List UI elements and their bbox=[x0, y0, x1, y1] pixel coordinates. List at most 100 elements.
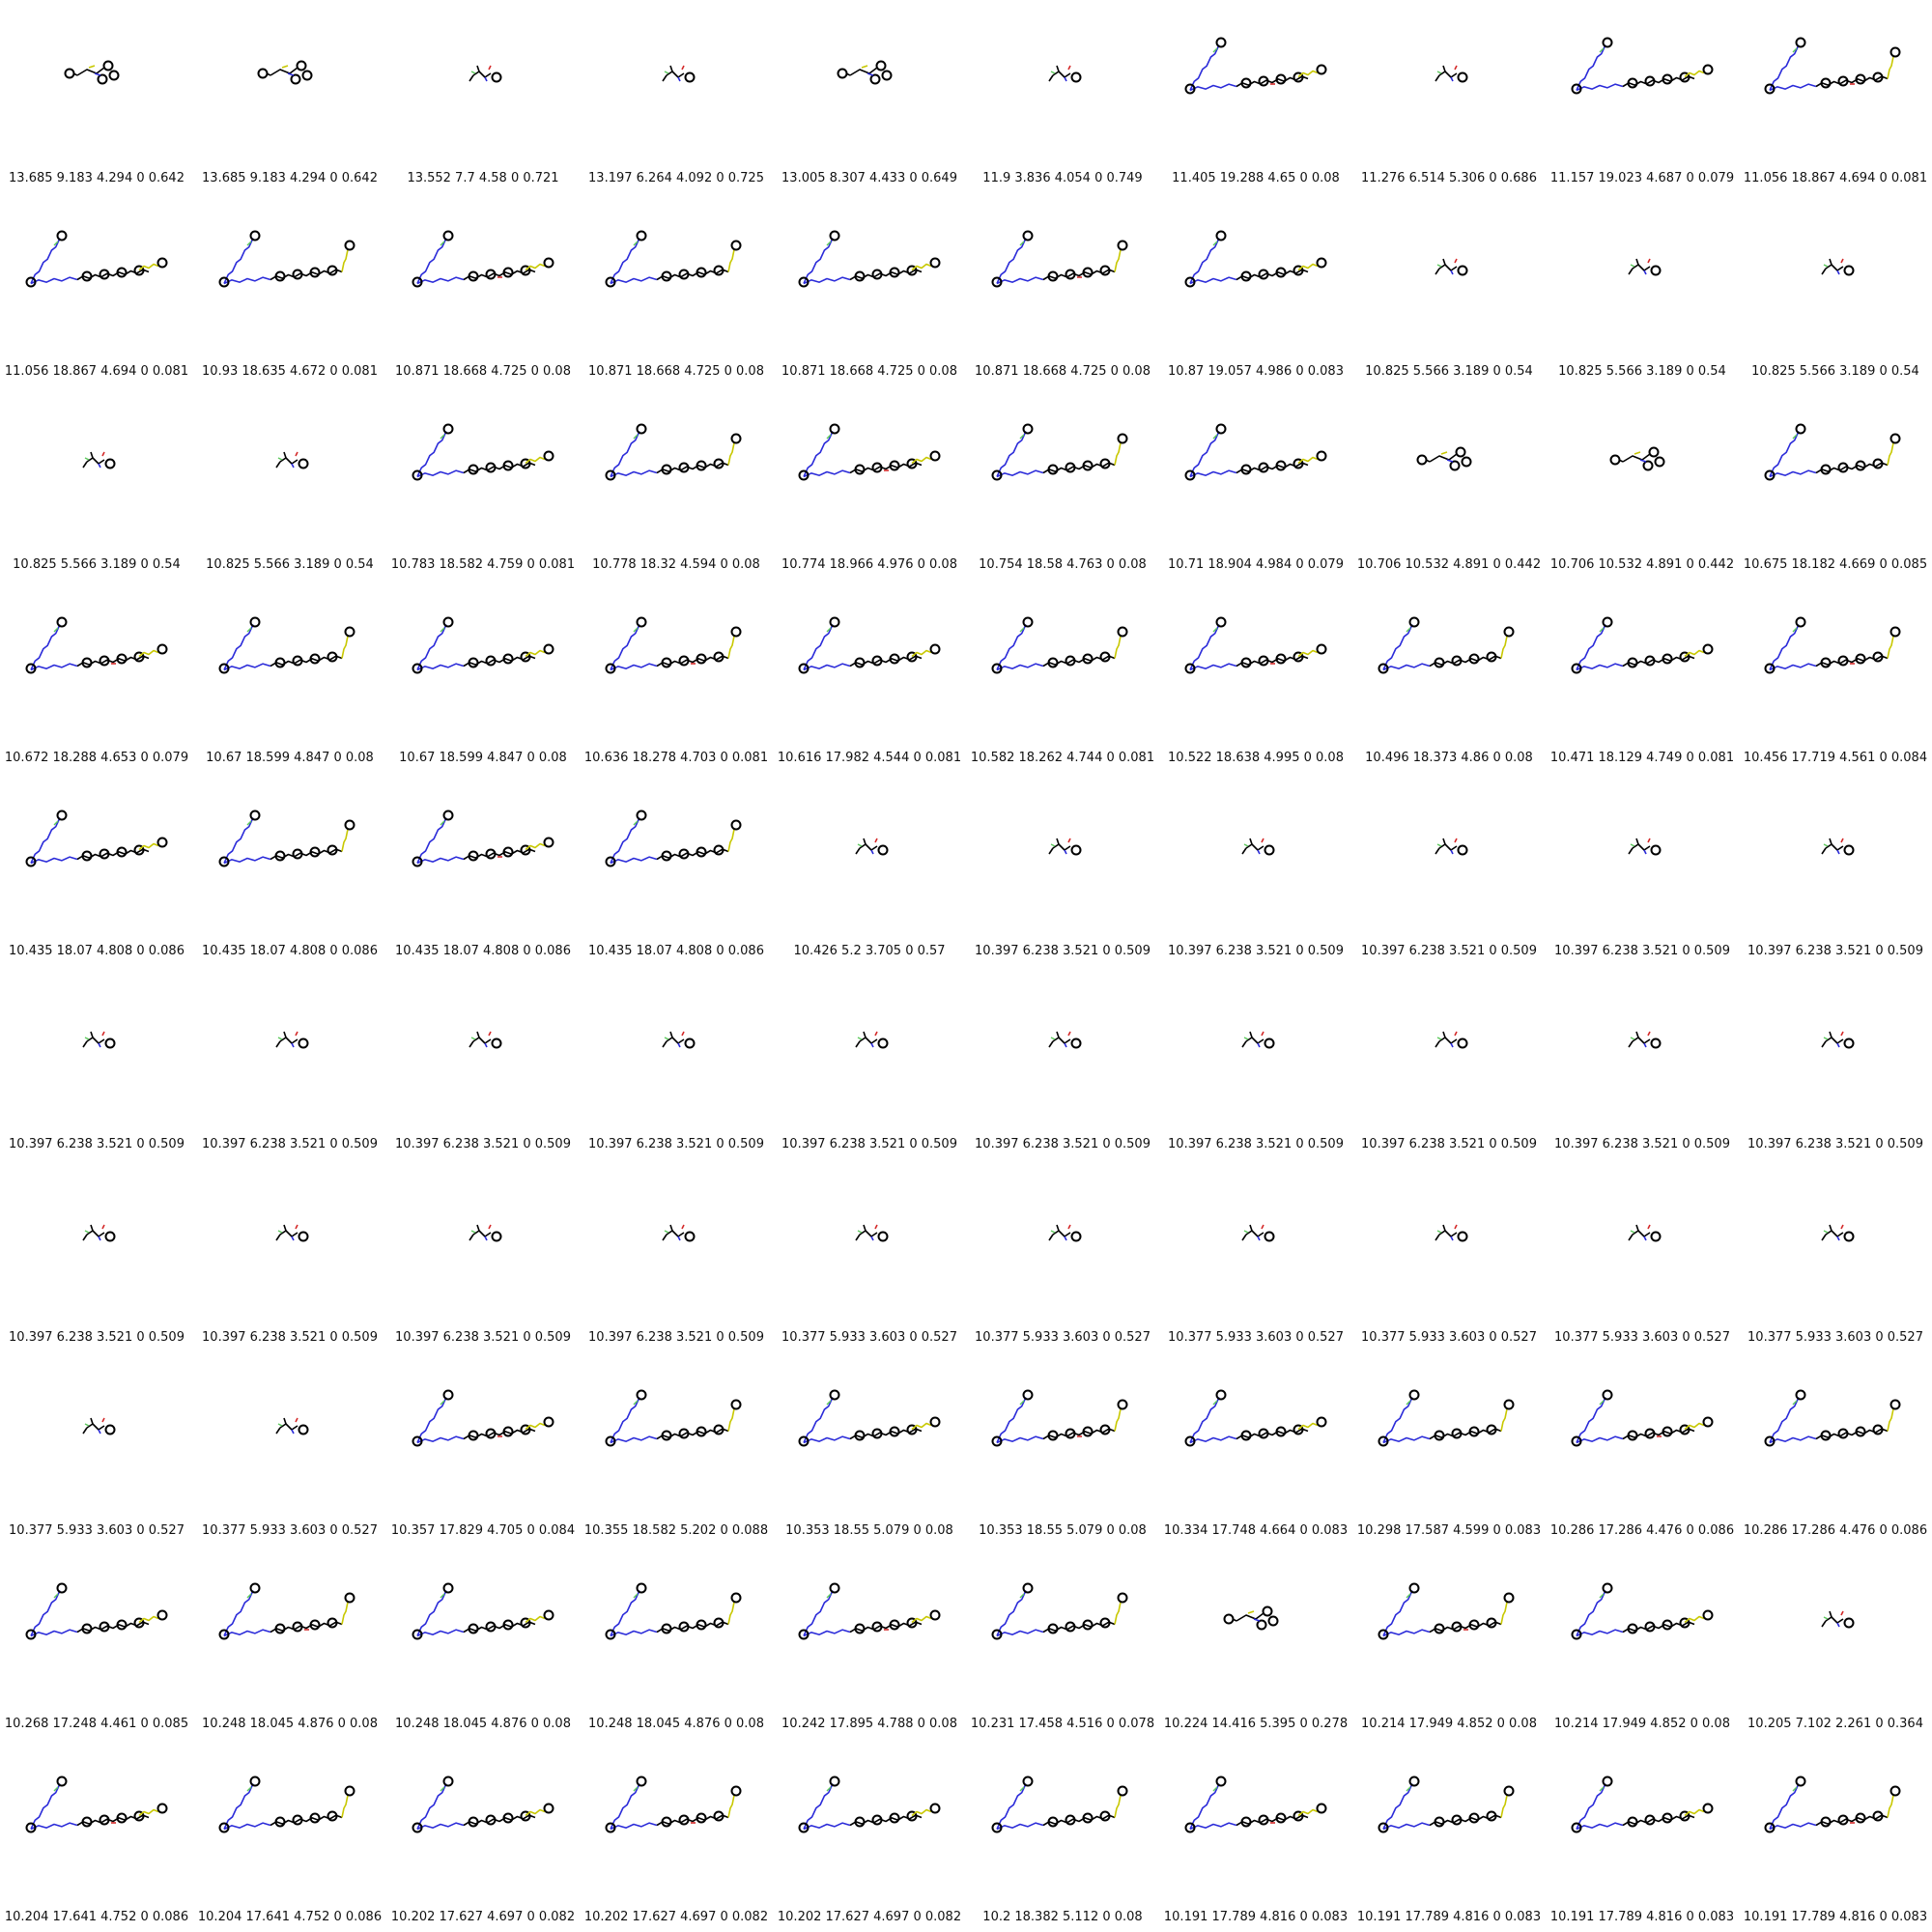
molecule-structure-image bbox=[855, 838, 889, 856]
molecule-cell: 10.214 17.949 4.852 0 0.08 bbox=[1352, 1546, 1546, 1739]
molecule-cell: 10.355 18.582 5.202 0 0.088 bbox=[580, 1352, 773, 1546]
molecule-cell: 10.754 18.58 4.763 0 0.08 bbox=[966, 386, 1159, 580]
molecule-score-label: 10.286 17.286 4.476 0 0.086 bbox=[1743, 1523, 1928, 1538]
molecule-cell: 10.774 18.966 4.976 0 0.08 bbox=[773, 386, 966, 580]
molecule-cell: 11.157 19.023 4.687 0 0.079 bbox=[1546, 0, 1739, 193]
molecule-cell: 10.93 18.635 4.672 0 0.081 bbox=[193, 193, 386, 386]
molecule-score-label: 10.204 17.641 4.752 0 0.086 bbox=[197, 1910, 383, 1924]
molecule-score-label: 10.397 6.238 3.521 0 0.509 bbox=[1554, 1137, 1730, 1151]
molecule-score-label: 10.191 17.789 4.816 0 0.083 bbox=[1549, 1910, 1735, 1924]
molecule-structure-image bbox=[1764, 616, 1901, 674]
molecule-structure-image bbox=[1628, 258, 1662, 276]
molecule-score-label: 10.825 5.566 3.189 0 0.54 bbox=[206, 557, 374, 572]
molecule-score-label: 10.397 6.238 3.521 0 0.509 bbox=[395, 1137, 571, 1151]
molecule-cell: 10.242 17.895 4.788 0 0.08 bbox=[773, 1546, 966, 1739]
molecule-cell: 10.397 6.238 3.521 0 0.509 bbox=[193, 1159, 386, 1352]
molecule-structure-image bbox=[275, 1417, 309, 1435]
molecule-score-label: 10.377 5.933 3.603 0 0.527 bbox=[202, 1523, 378, 1538]
molecule-structure-image bbox=[1821, 1224, 1855, 1242]
molecule-structure-image bbox=[469, 1224, 502, 1242]
molecule-cell: 10.286 17.286 4.476 0 0.086 bbox=[1739, 1352, 1932, 1546]
molecule-cell: 10.435 18.07 4.808 0 0.086 bbox=[386, 773, 580, 966]
molecule-score-label: 10.286 17.286 4.476 0 0.086 bbox=[1549, 1523, 1735, 1538]
molecule-structure-image bbox=[1435, 1031, 1468, 1049]
molecule-score-label: 10.825 5.566 3.189 0 0.54 bbox=[1365, 364, 1533, 379]
molecule-structure-image bbox=[25, 810, 168, 867]
molecule-structure-image bbox=[1764, 423, 1901, 481]
molecule-cell: 10.191 17.789 4.816 0 0.083 bbox=[1352, 1739, 1546, 1932]
molecule-structure-image bbox=[1416, 446, 1472, 471]
molecule-cell: 11.056 18.867 4.694 0 0.081 bbox=[1739, 0, 1932, 193]
molecule-cell: 10.871 18.668 4.725 0 0.08 bbox=[580, 193, 773, 386]
molecule-cell: 10.248 18.045 4.876 0 0.08 bbox=[193, 1546, 386, 1739]
molecule-cell: 10.397 6.238 3.521 0 0.509 bbox=[0, 1159, 193, 1352]
molecule-structure-image bbox=[605, 616, 742, 674]
molecule-structure-image bbox=[1628, 838, 1662, 856]
molecule-score-label: 10.397 6.238 3.521 0 0.509 bbox=[395, 1330, 571, 1345]
molecule-score-label: 10.202 17.627 4.697 0 0.082 bbox=[390, 1910, 576, 1924]
molecule-score-label: 11.276 6.514 5.306 0 0.686 bbox=[1361, 171, 1537, 185]
molecule-cell: 10.2 18.382 5.112 0 0.08 bbox=[966, 1739, 1159, 1932]
molecule-cell: 10.214 17.949 4.852 0 0.08 bbox=[1546, 1546, 1739, 1739]
molecule-score-label: 10.214 17.949 4.852 0 0.08 bbox=[1361, 1717, 1537, 1731]
molecule-cell: 13.552 7.7 4.58 0 0.721 bbox=[386, 0, 580, 193]
molecule-structure-image bbox=[25, 616, 168, 674]
molecule-score-label: 10.825 5.566 3.189 0 0.54 bbox=[1751, 364, 1919, 379]
molecule-structure-image bbox=[798, 230, 941, 288]
molecule-cell: 13.005 8.307 4.433 0 0.649 bbox=[773, 0, 966, 193]
molecule-structure-image bbox=[25, 230, 168, 288]
molecule-structure-image bbox=[82, 1417, 116, 1435]
molecule-score-label: 10.377 5.933 3.603 0 0.527 bbox=[975, 1330, 1151, 1345]
molecule-cell: 10.377 5.933 3.603 0 0.527 bbox=[0, 1352, 193, 1546]
molecule-structure-image bbox=[798, 1776, 941, 1833]
molecule-cell: 10.268 17.248 4.461 0 0.085 bbox=[0, 1546, 193, 1739]
molecule-score-label: 10.248 18.045 4.876 0 0.08 bbox=[395, 1717, 571, 1731]
molecule-score-label: 11.9 3.836 4.054 0 0.749 bbox=[982, 171, 1143, 185]
molecule-cell: 10.397 6.238 3.521 0 0.509 bbox=[0, 966, 193, 1159]
molecule-structure-image bbox=[218, 810, 355, 867]
molecule-score-label: 10.242 17.895 4.788 0 0.08 bbox=[781, 1717, 957, 1731]
molecule-cell: 10.778 18.32 4.594 0 0.08 bbox=[580, 386, 773, 580]
molecule-structure-image bbox=[991, 1582, 1128, 1640]
molecule-score-label: 10.435 18.07 4.808 0 0.086 bbox=[395, 944, 571, 958]
molecule-structure-image bbox=[275, 1031, 309, 1049]
molecule-structure-image bbox=[1628, 1031, 1662, 1049]
molecule-cell: 10.397 6.238 3.521 0 0.509 bbox=[580, 1159, 773, 1352]
molecule-structure-image bbox=[1378, 1389, 1515, 1447]
molecule-cell: 10.353 18.55 5.079 0 0.08 bbox=[966, 1352, 1159, 1546]
molecule-score-label: 10.397 6.238 3.521 0 0.509 bbox=[975, 1137, 1151, 1151]
molecule-structure-image bbox=[605, 1776, 742, 1833]
molecule-score-label: 10.268 17.248 4.461 0 0.085 bbox=[4, 1717, 189, 1731]
molecule-score-label: 10.202 17.627 4.697 0 0.082 bbox=[777, 1910, 962, 1924]
molecule-score-label: 10.397 6.238 3.521 0 0.509 bbox=[1747, 944, 1923, 958]
molecule-structure-image bbox=[1378, 1776, 1515, 1833]
molecule-structure-image bbox=[1821, 838, 1855, 856]
molecule-cell: 10.248 18.045 4.876 0 0.08 bbox=[580, 1546, 773, 1739]
molecule-cell: 10.67 18.599 4.847 0 0.08 bbox=[193, 580, 386, 773]
molecule-score-label: 13.005 8.307 4.433 0 0.649 bbox=[781, 171, 957, 185]
molecule-cell: 13.197 6.264 4.092 0 0.725 bbox=[580, 0, 773, 193]
molecule-structure-image bbox=[412, 616, 554, 674]
molecule-score-label: 10.397 6.238 3.521 0 0.509 bbox=[202, 1137, 378, 1151]
molecule-structure-image bbox=[662, 1224, 696, 1242]
molecule-structure-image bbox=[798, 1582, 941, 1640]
molecule-score-label: 10.67 18.599 4.847 0 0.08 bbox=[399, 751, 567, 765]
molecule-structure-image bbox=[412, 1389, 554, 1447]
molecule-cell: 10.202 17.627 4.697 0 0.082 bbox=[773, 1739, 966, 1932]
molecule-score-label: 10.435 18.07 4.808 0 0.086 bbox=[202, 944, 378, 958]
molecule-score-label: 10.377 5.933 3.603 0 0.527 bbox=[1554, 1330, 1730, 1345]
molecule-cell: 11.9 3.836 4.054 0 0.749 bbox=[966, 0, 1159, 193]
molecule-cell: 10.377 5.933 3.603 0 0.527 bbox=[1159, 1159, 1352, 1352]
molecule-structure-image bbox=[991, 1776, 1128, 1833]
molecule-structure-image bbox=[64, 60, 120, 85]
molecule-score-label: 10.825 5.566 3.189 0 0.54 bbox=[13, 557, 181, 572]
molecule-score-label: 10.636 18.278 4.703 0 0.081 bbox=[583, 751, 769, 765]
molecule-cell: 10.825 5.566 3.189 0 0.54 bbox=[1546, 193, 1739, 386]
molecule-structure-image bbox=[1764, 37, 1901, 95]
molecule-cell: 10.204 17.641 4.752 0 0.086 bbox=[0, 1739, 193, 1932]
molecule-score-label: 10.377 5.933 3.603 0 0.527 bbox=[781, 1330, 957, 1345]
molecule-structure-image bbox=[1241, 1031, 1275, 1049]
molecule-score-label: 10.334 17.748 4.664 0 0.083 bbox=[1163, 1523, 1349, 1538]
molecule-score-label: 10.435 18.07 4.808 0 0.086 bbox=[9, 944, 185, 958]
molecule-structure-image bbox=[605, 1389, 742, 1447]
